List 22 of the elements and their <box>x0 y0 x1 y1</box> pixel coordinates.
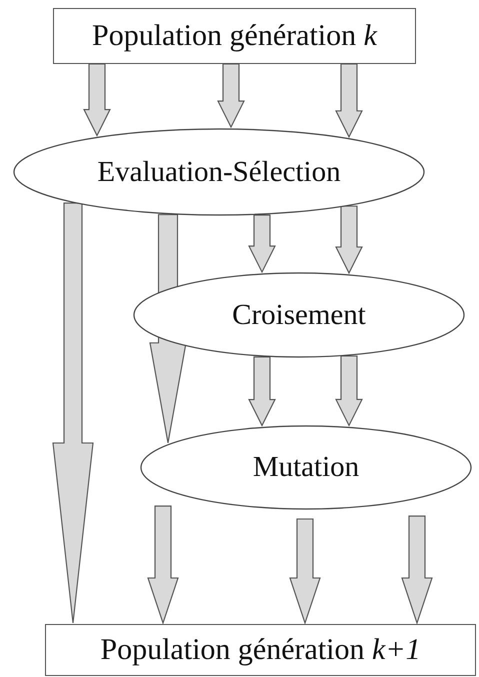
block-arrow <box>248 214 276 274</box>
large-block-arrow <box>52 202 94 624</box>
block-arrow <box>147 506 179 625</box>
node-label: Population génération k <box>92 19 377 53</box>
process-ellipse <box>140 425 472 510</box>
node-label: Mutation <box>252 451 360 484</box>
population-box <box>45 624 476 676</box>
block-arrow <box>335 63 363 138</box>
node-label: Croisement <box>232 298 366 332</box>
large-block-arrow <box>149 214 187 444</box>
block-arrow <box>248 356 276 427</box>
process-ellipse <box>13 128 425 216</box>
block-arrow <box>401 516 433 625</box>
node-label: Population génération k+1 <box>100 633 421 667</box>
block-arrow <box>83 63 111 137</box>
process-ellipse <box>133 272 465 358</box>
population-box <box>53 8 416 64</box>
block-arrow <box>289 518 321 625</box>
block-arrow <box>335 206 363 274</box>
block-arrow <box>217 63 245 128</box>
node-label: Evaluation-Sélection <box>97 156 341 188</box>
block-arrow <box>335 355 363 427</box>
